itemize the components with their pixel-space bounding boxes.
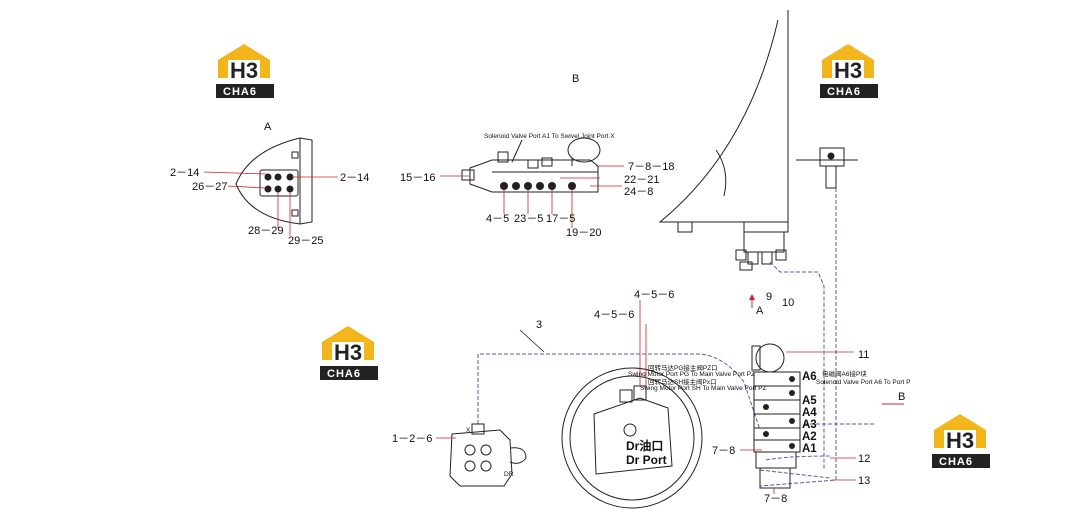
solenoid-ports-row: [500, 182, 576, 190]
callout-4-5-b: 4－5: [486, 213, 509, 225]
callout-1-2-6: 1－2－6: [392, 433, 432, 445]
callout-7-8-mid: 7－8: [712, 445, 735, 457]
logo-top-right: H3 CHA6: [820, 44, 878, 98]
note-solenoid-a6-cn: 电磁阀A6接P块: [822, 369, 867, 378]
note-dr-cn: Dr油口: [626, 438, 663, 453]
main-valve-ports: [763, 376, 795, 449]
callout-11: 11: [858, 349, 869, 361]
callout-17-5: 17－5: [546, 213, 575, 225]
view-b-title: B: [572, 73, 579, 85]
logo-bottom-right: H3 CHA6: [932, 414, 990, 468]
arrow-a-marker: [749, 294, 755, 308]
port-label-a4: A4: [802, 407, 817, 419]
callout-13: 13: [858, 475, 870, 487]
callout-22-21: 22－21: [624, 174, 659, 186]
swing-motor-fittings: [619, 300, 647, 403]
callout-7-8-bottom: 7－8: [764, 493, 787, 505]
arrow-a-label: A: [756, 305, 764, 317]
callout-24-8: 24－8: [624, 186, 653, 198]
callout-15-16: 15－16: [400, 172, 435, 184]
main-valve-leaders: [740, 351, 856, 494]
callout-12: 12: [858, 453, 870, 465]
callout-4-5-6-top: 4－5－6: [634, 289, 674, 301]
callout-9: 9: [766, 291, 772, 303]
solenoid-leaders: [503, 190, 573, 228]
right-bracket-fitting: [796, 147, 858, 189]
note-swing-sh-cn: 回转马达SH接主阀Px口: [648, 377, 717, 386]
port-label-a1: A1: [802, 443, 817, 455]
logo-mark: H3: [946, 428, 974, 453]
logo-mark: H3: [834, 58, 862, 83]
main-valve-block: [751, 343, 801, 489]
callout-2-14-right: 2－14: [340, 172, 369, 184]
logo-mark: H3: [230, 58, 258, 83]
leader-3: [519, 329, 545, 353]
port-label-a2: A2: [802, 431, 817, 443]
callout-2-14-left: 2－14: [170, 167, 199, 179]
logo-brand: CHA6: [327, 368, 361, 380]
callout-19-20: 19－20: [566, 227, 601, 239]
note-swing-sh-en: Swing Motor Port SH To Main Valve Port P…: [640, 385, 767, 392]
machine-panel: [658, 10, 789, 233]
callout-23-5: 23－5: [514, 213, 543, 225]
callout-10: 10: [782, 297, 794, 309]
solenoid-valve-assembly: [440, 137, 624, 193]
logo-brand: CHA6: [223, 86, 257, 98]
view-a-fittings: [264, 173, 294, 193]
note-solenoid-a1: Solenoid Valve Port A1 To Swivel Joint P…: [484, 133, 615, 140]
note-swing-pg-en: Swing Motor Port PG To Main Valve Port P…: [628, 371, 755, 378]
callout-3: 3: [536, 319, 542, 331]
logo-middle-left: H3 CHA6: [320, 326, 378, 380]
valve-block-top: [735, 231, 787, 271]
arrow-b-label: B: [898, 391, 905, 403]
note-dr-en: Dr Port: [626, 453, 667, 467]
logo-brand: CHA6: [827, 86, 861, 98]
callout-28-29: 28－29: [248, 225, 283, 237]
logo-brand: CHA6: [939, 456, 973, 468]
view-a-title: A: [264, 121, 272, 133]
label-port-x: X: [466, 427, 471, 434]
callout-7-8-18: 7－8－18: [628, 161, 674, 173]
view-a-bracket: [235, 137, 313, 225]
port-label-a5: A5: [802, 395, 817, 407]
label-port-dr: DR: [504, 471, 514, 478]
port-label-a6: A6: [802, 371, 817, 383]
callout-29-25: 29－25: [288, 235, 323, 247]
port-label-a3: A3: [802, 419, 817, 431]
logo-top-left: H3 CHA6: [216, 44, 274, 98]
note-solenoid-a6-en: Solenoid Valve Port A6 To Port P: [816, 379, 910, 386]
callout-26-27: 26－27: [192, 181, 227, 193]
pilot-pump: [449, 423, 527, 487]
note-swing-pg-cn: 回转马达PG接主阀PZ口: [648, 363, 718, 372]
callout-4-5-6-mid: 4－5－6: [594, 309, 634, 321]
view-a-leaders: [203, 171, 338, 236]
logo-mark: H3: [334, 340, 362, 365]
